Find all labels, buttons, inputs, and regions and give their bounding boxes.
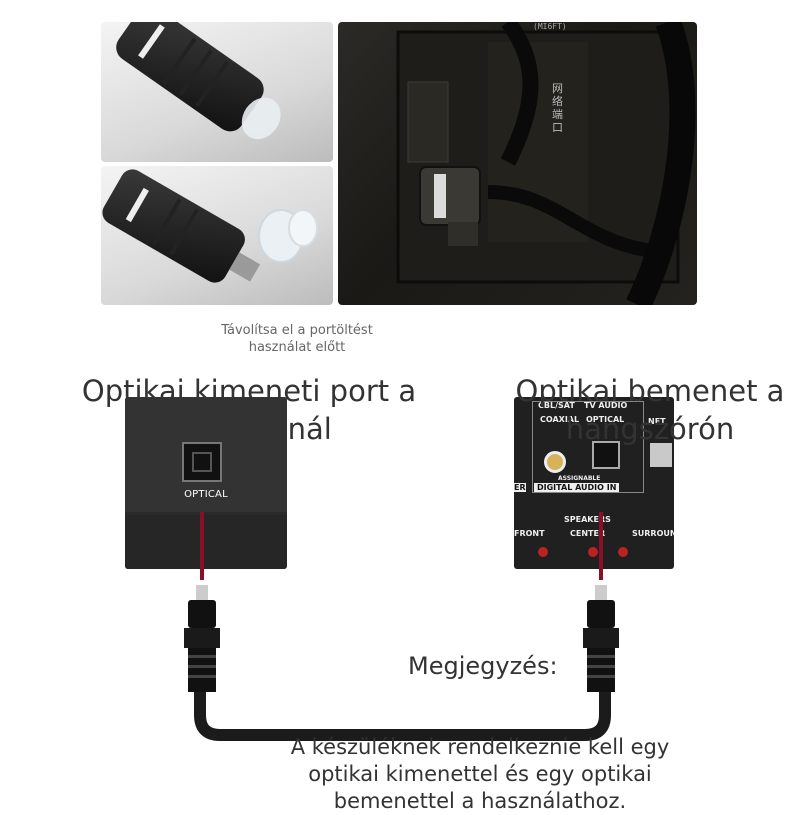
tv-optical-panel: OPTICAL [125,397,287,569]
speaker-terminal-1 [538,547,548,557]
cable-body [194,690,611,741]
network-jack [650,443,672,467]
tv-optical-label: OPTICAL [184,489,228,500]
note-title: Megjegyzés: [408,652,558,680]
photo-tv-back-port: (MI6FT) 网络端口 [338,22,697,305]
digital-audio-in-label: DIGITAL AUDIO IN [534,483,620,492]
photo-plug-with-cap [101,22,333,162]
speakers-label: SPEAKERS [564,515,611,524]
tv-panel-base [125,515,287,569]
photo-plug-cap-removed [101,166,333,305]
assignable-label: ASSIGNABLE [558,475,601,482]
cap-removal-caption: Távolítsa el a portöltést használat előt… [221,323,373,355]
optical-label-speaker: OPTICAL [586,415,625,424]
optical-port-tv [182,442,222,482]
net-label: NET [648,417,666,426]
plug-cap-removed-illustration [102,169,318,283]
front-label: FRONT [514,529,545,538]
tv-back-illustration [396,22,696,305]
speaker-side-heading: Optikai bemenet a hangszórón [515,374,785,446]
surround-label: SURROUND [632,529,674,538]
port-sign-label: 网络端口 [552,82,563,134]
plug-with-cap-illustration [116,22,281,140]
er-label: ER [514,483,526,492]
speaker-optical-panel: CBL/SAT TV AUDIO COAXIAL OPTICAL ASSIGNA… [514,397,674,569]
note-body: A készüléknek rendelkeznie kell egy opti… [290,735,670,813]
optical-port-speaker [592,441,620,469]
hdmi-label: (MI6FT) [533,22,567,31]
coaxial-label: COAXIAL [540,415,580,424]
tv-audio-label: TV AUDIO [584,401,628,410]
coaxial-jack [544,451,566,473]
digital-audio-box [532,401,644,493]
plug-left [184,585,220,692]
speaker-terminal-3 [618,547,628,557]
tv-side-heading: Optikai kimeneti port a televíziónál [81,374,417,446]
plug-right [583,585,619,692]
cbl-sat-label: CBL/SAT [538,401,575,410]
center-label: CENTER [570,529,606,538]
speaker-terminal-2 [588,547,598,557]
